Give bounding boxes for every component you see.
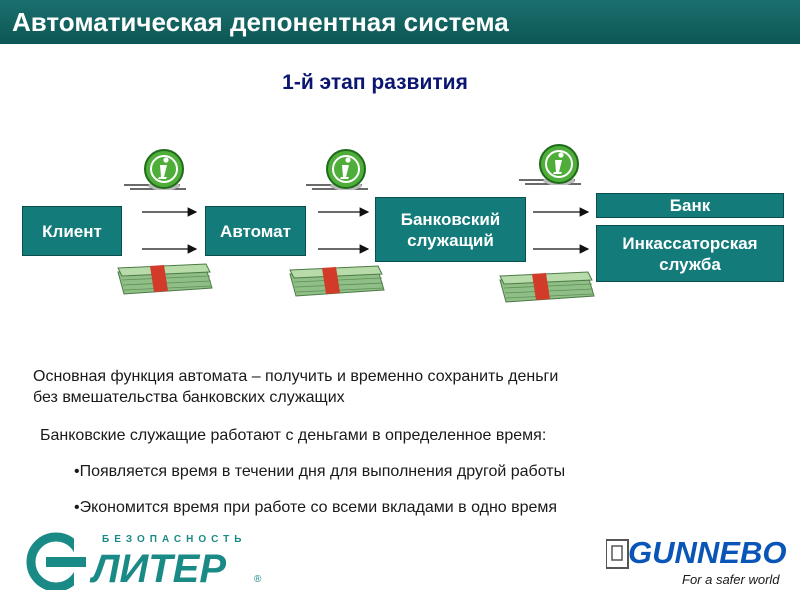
node-clerk-label-line2: служащий [407,230,494,250]
body-line-1: Основная функция автомата – получить и в… [33,368,559,385]
money-stack-icon [499,271,595,303]
body-line-2: без вмешательства банковских служащих [33,389,345,406]
liter-logo: БЕЗОПАСНОСТЬ ЛИТЕР ® [26,532,262,590]
gunnebo-logo-text: GUNNEBO [628,535,787,570]
page-header: Автоматическая депонентная система [0,0,800,44]
money-stack-icon [117,263,213,295]
money-stack-icon [289,265,385,297]
node-machine: Автомат [205,206,306,256]
gunnebo-mark [606,539,629,569]
bullet-2: •Экономится время при работе со всеми вк… [74,499,558,516]
node-bank-clerk: Банковский служащий [375,197,526,262]
liter-logo-top: БЕЗОПАСНОСТЬ [102,534,246,545]
body-line-3: Банковские служащие работают с деньгами … [40,427,547,444]
node-client-label: Клиент [42,221,102,241]
gunnebo-slogan: For a safer world [682,572,780,587]
node-bank-label: Банк [669,196,711,215]
node-cash-service: Инкассаторская служба [596,225,784,282]
info-icon [306,149,368,190]
node-client: Клиент [22,206,122,256]
node-cash-label-line2: служба [659,254,721,274]
node-cash-label-line1: Инкассаторская [622,233,758,253]
header-title: Автоматическая депонентная система [12,7,509,37]
node-bank: Банк [596,193,784,218]
node-machine-label: Автомат [220,221,291,241]
stage-title: 1-й этап развития [282,71,468,94]
info-icon [124,149,186,190]
info-icon [519,144,581,185]
bullet-1: •Появляется время в течении дня для выпо… [74,463,566,480]
liter-logo-registered: ® [254,574,262,585]
liter-logo-main: ЛИТЕР [89,547,226,590]
node-clerk-label-line1: Банковский [400,209,501,229]
